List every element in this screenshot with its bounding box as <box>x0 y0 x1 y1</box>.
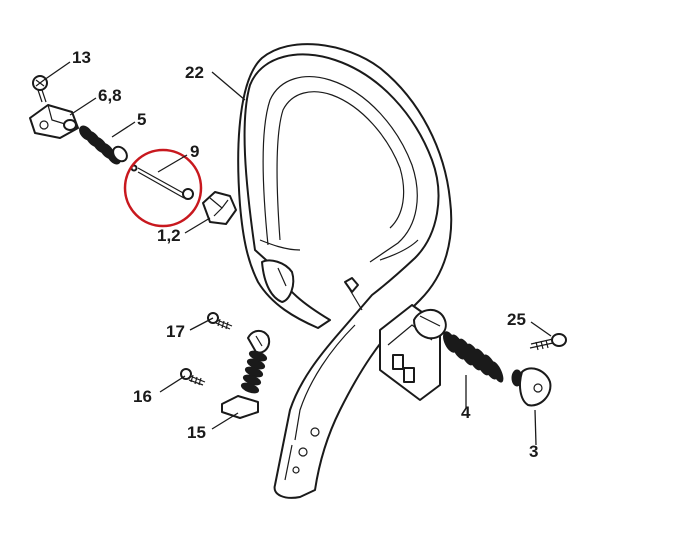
label-3: 3 <box>529 442 539 461</box>
handlebar <box>237 43 453 499</box>
label-9: 9 <box>190 142 200 161</box>
rod-9 <box>130 164 194 200</box>
buffer-1-2 <box>202 191 237 225</box>
label-4: 4 <box>461 403 471 422</box>
spring-15 <box>221 330 271 419</box>
bracket-right <box>379 304 447 401</box>
label-6-8: 6,8 <box>98 86 122 105</box>
label-17: 17 <box>166 322 185 341</box>
label-1-2: 1,2 <box>157 226 181 245</box>
screw-13 <box>32 75 48 103</box>
label-25: 25 <box>507 310 526 329</box>
screw-25 <box>529 333 567 351</box>
leader-lines <box>43 61 552 446</box>
label-16: 16 <box>133 387 152 406</box>
label-5: 5 <box>137 110 147 129</box>
clamp-6-8 <box>29 104 79 139</box>
spring-4 <box>443 331 504 383</box>
label-13: 13 <box>72 48 91 67</box>
label-15: 15 <box>187 423 206 442</box>
cap-3 <box>511 367 552 407</box>
spring-5 <box>79 125 128 165</box>
label-22: 22 <box>185 63 204 82</box>
screw-17 <box>207 312 233 330</box>
highlight-circle <box>123 148 203 228</box>
